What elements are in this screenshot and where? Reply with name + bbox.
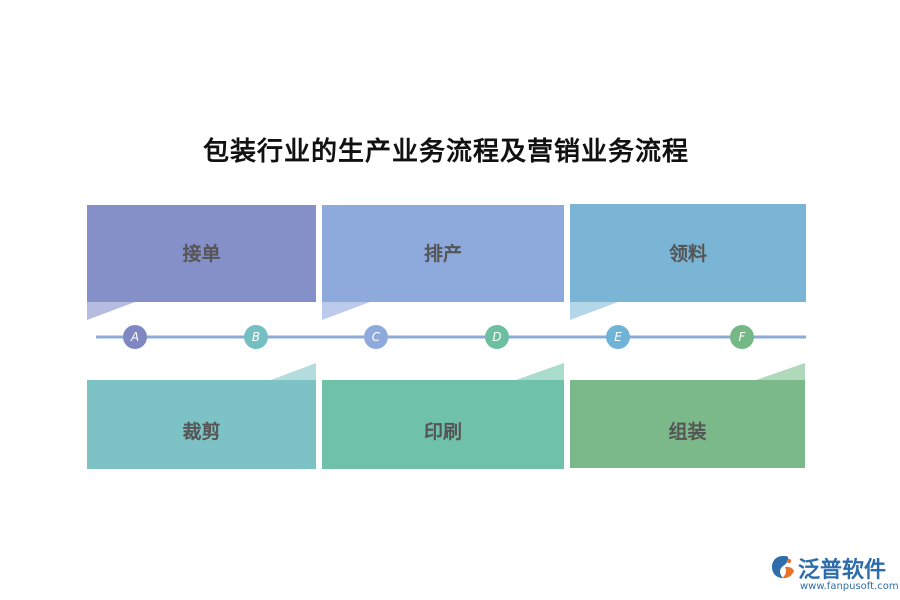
timeline-marker-d: D	[485, 325, 509, 349]
step-label: 领料	[668, 242, 707, 265]
marker-letter: F	[739, 330, 747, 344]
step-label: 排产	[423, 243, 462, 265]
step-box-receive-order: 接单	[87, 205, 316, 302]
marker-circle	[485, 325, 509, 349]
step-label: 接单	[182, 243, 221, 265]
timeline-marker-e: E	[606, 325, 630, 349]
timeline-marker-a: A	[123, 325, 147, 349]
step-tab	[516, 363, 564, 380]
fanpu-logo: 泛普软件 www.fanpusoft.com	[770, 552, 899, 598]
step-label: 组装	[668, 420, 707, 443]
step-tab	[87, 302, 135, 320]
marker-circle	[123, 325, 147, 349]
step-box-printing: 印刷	[322, 380, 564, 469]
step-box-material: 领料	[570, 204, 806, 302]
marker-circle	[244, 325, 268, 349]
fanpu-logo-icon	[772, 556, 794, 579]
step-tab	[570, 302, 618, 320]
step-box-scheduling: 排产	[322, 205, 564, 302]
step-tab	[756, 363, 805, 380]
timeline-marker-f: F	[730, 325, 754, 349]
logo-name: 泛普软件	[798, 558, 887, 583]
logo-url: www.fanpusoft.com	[800, 581, 899, 592]
marker-letter: D	[492, 330, 501, 344]
marker-letter: C	[372, 330, 381, 344]
marker-letter: A	[130, 330, 139, 344]
step-box-assembly: 组装	[570, 380, 805, 468]
step-tab	[271, 363, 316, 380]
timeline-marker-b: B	[244, 325, 268, 349]
diagram-title: 包装行业的生产业务流程及营销业务流程	[202, 137, 689, 167]
marker-circle	[730, 325, 754, 349]
marker-circle	[364, 325, 388, 349]
timeline-marker-c: C	[364, 325, 388, 349]
marker-letter: B	[252, 330, 260, 344]
marker-circle	[606, 325, 630, 349]
step-label: 印刷	[423, 421, 462, 443]
marker-letter: E	[614, 330, 622, 344]
step-label: 裁剪	[182, 421, 221, 443]
step-tab	[322, 302, 370, 320]
step-box-cutting: 裁剪	[87, 380, 316, 469]
